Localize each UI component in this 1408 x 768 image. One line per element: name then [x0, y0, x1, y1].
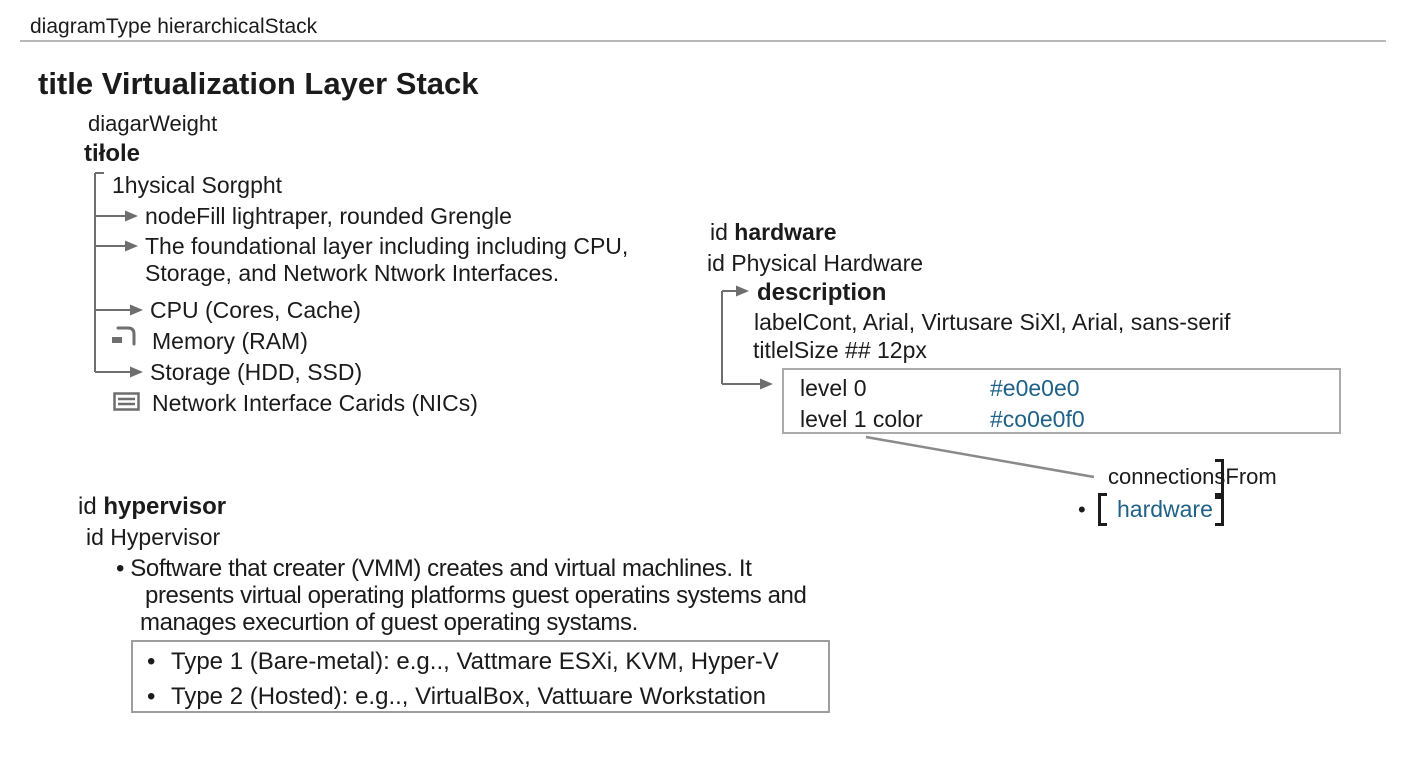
- level-row-1: level 1 color #co0e0f0: [784, 404, 1339, 435]
- level-0-value: #e0e0e0: [990, 375, 1080, 401]
- hypervisor-types-box: • Type 1 (Bare-metal): e.g.., Vattmare E…: [131, 640, 830, 713]
- hardware-name-value: Physical Hardware: [731, 250, 924, 276]
- callout-line-to-connections: [865, 435, 1095, 479]
- hardware-title-size-line: titlelSize ## 12px: [753, 337, 927, 363]
- physical-node-name: 1hysical Sorgpht: [112, 172, 283, 198]
- array-bracket-right-top: [1215, 459, 1224, 499]
- hardware-id-key: id: [710, 219, 728, 245]
- hypervisor-desc-line2: presents virtual operating platforms gue…: [145, 582, 807, 609]
- page-title: title Virtualization Layer Stack: [38, 66, 479, 102]
- array-bracket-right-bottom: [1215, 493, 1224, 526]
- tree-arrowheads-physical: [125, 210, 143, 378]
- component-memory: Memory (RAM): [152, 328, 308, 354]
- hypervisor-desc-line3: manages execurtion of guest operating sy…: [140, 609, 638, 636]
- hypervisor-name-value: Hypervisor: [110, 524, 221, 550]
- connections-item-hardware: hardware: [1117, 496, 1213, 522]
- level-0-label: level 0: [800, 375, 867, 401]
- array-bracket-left: [1098, 493, 1107, 526]
- hardware-font-line: labelCont, Arial, Virtusare SiXl, Arial,…: [754, 309, 1231, 335]
- level-1-label: level 1 color: [800, 406, 923, 432]
- type-row-2: • Type 2 (Hosted): e.g.., VirtualBox, Va…: [133, 683, 828, 718]
- hypervisor-desc-text1: Software that creater (VMM) creates and …: [130, 555, 752, 582]
- hardware-id-value: hardware: [734, 219, 837, 245]
- connections-from-label: connectionsFrom: [1108, 464, 1277, 489]
- hypervisor-description: • Software that creater (VMM) creates an…: [116, 555, 807, 636]
- title-text: Virtualization Layer Stack: [101, 66, 479, 101]
- hypervisor-name-line: id Hypervisor: [86, 524, 220, 551]
- title-key-label: tiłole: [84, 140, 141, 167]
- physical-description-line2: Storage, and Network Ntwork Interfaces.: [145, 260, 560, 286]
- hardware-name-key: id: [707, 250, 725, 276]
- node-fill-line: nodeFill lightraper, rounded Grengle: [145, 203, 512, 229]
- component-storage: Storage (HDD, SSD): [150, 359, 363, 385]
- type-row-1: • Type 1 (Bare-metal): e.g.., Vattmare E…: [133, 648, 828, 683]
- hypervisor-id-line: id hypervisor: [78, 493, 226, 521]
- header-divider: [20, 40, 1386, 42]
- hypervisor-name-key: id: [86, 524, 104, 550]
- type-2-bullet: •: [147, 683, 156, 710]
- component-cpu: CPU (Cores, Cache): [150, 297, 361, 323]
- level-row-0: level 0 #e0e0e0: [784, 373, 1339, 404]
- hardware-id-line: id hardware: [710, 219, 837, 246]
- hardware-description-key: description: [757, 279, 887, 306]
- physical-description-line1: The foundational layer including includi…: [145, 233, 629, 259]
- diagram-type-label: diagramType hierarchicalStack: [30, 15, 318, 38]
- list-box-icon: [113, 392, 140, 411]
- level-1-value: #co0e0f0: [990, 406, 1085, 432]
- type-2-label: Type 2 (Hosted): e.g.., VirtualBox, Vatt…: [171, 683, 766, 710]
- diagram-weight-label: diagarWeight: [88, 111, 218, 136]
- hypervisor-desc-line1: • Software that creater (VMM) creates an…: [116, 555, 806, 582]
- hardware-name-line: id Physical Hardware: [707, 250, 923, 277]
- level-colors-box: level 0 #e0e0e0 level 1 color #co0e0f0: [782, 368, 1341, 434]
- type-1-bullet: •: [147, 648, 156, 675]
- connections-item-bullet: •: [1078, 497, 1086, 522]
- hook-arrow-icon: [112, 326, 136, 346]
- hypervisor-id-value: hypervisor: [103, 493, 227, 520]
- hypervisor-desc-bullet: •: [116, 555, 125, 582]
- hypervisor-id-key: id: [78, 493, 97, 520]
- type-1-label: Type 1 (Bare-metal): e.g.., Vattmare ESX…: [171, 648, 779, 675]
- title-keyword: title: [38, 66, 94, 101]
- component-network: Network Interface Carids (NICs): [152, 390, 478, 416]
